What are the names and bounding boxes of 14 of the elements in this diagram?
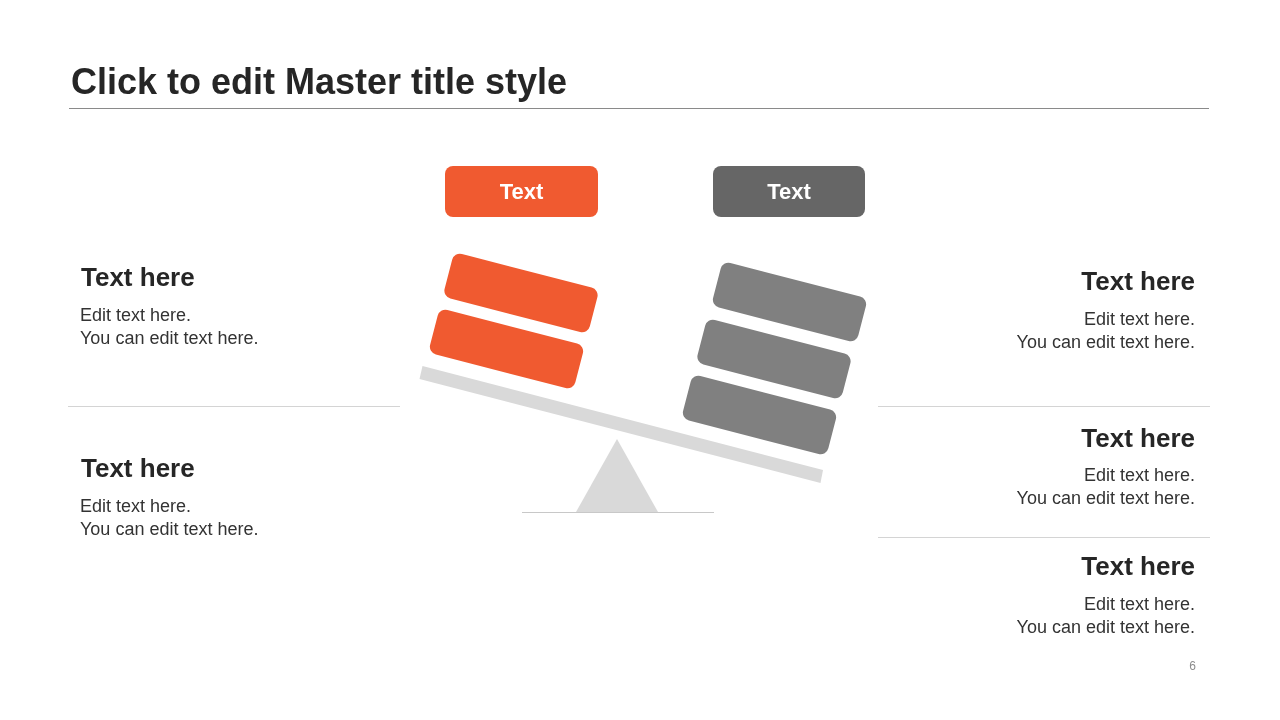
body-text: Edit text here. You can edit text here.	[80, 304, 259, 350]
body-text: Edit text here. You can edit text here.	[1016, 593, 1195, 639]
body-text: Edit text here. You can edit text here.	[1016, 464, 1195, 510]
header-tag: Text	[713, 166, 865, 217]
section-heading: Text here	[1081, 553, 1195, 579]
section-heading: Text here	[81, 455, 195, 481]
body-text: Edit text here. You can edit text here.	[1016, 308, 1195, 354]
slide-title: Click to edit Master title style	[71, 64, 568, 100]
header-tag: Text	[445, 166, 598, 217]
body-text: Edit text here. You can edit text here.	[80, 495, 259, 541]
section-heading: Text here	[1081, 268, 1195, 294]
section-heading: Text here	[81, 264, 195, 290]
section-heading: Text here	[1081, 425, 1195, 451]
page-number: 6	[1189, 659, 1196, 673]
